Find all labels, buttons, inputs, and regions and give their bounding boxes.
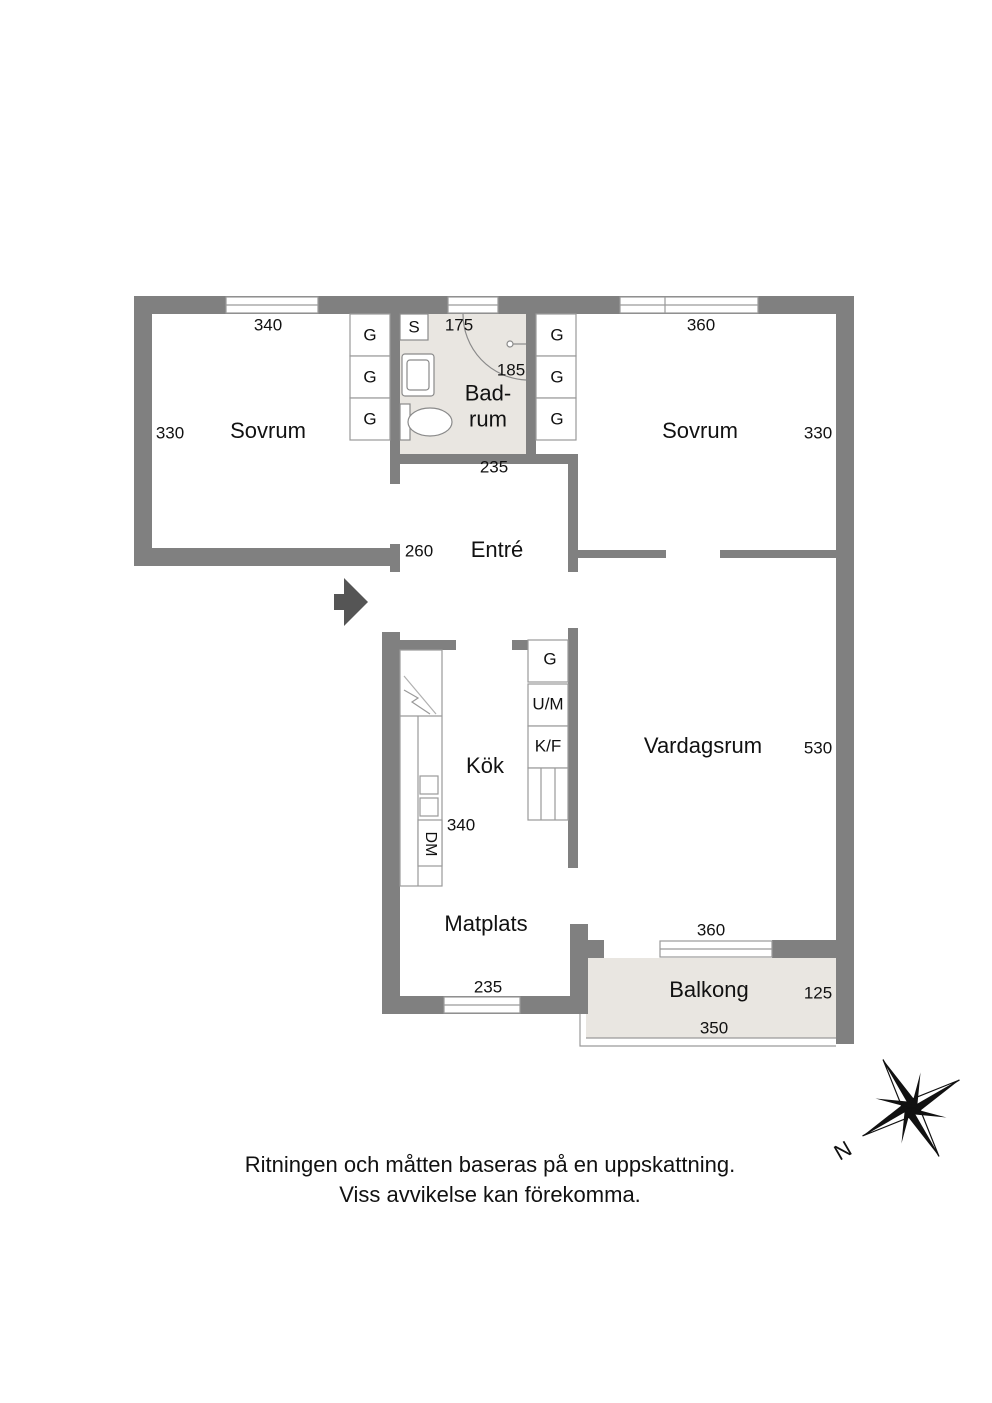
dim-sovrum-right-width: 360 — [686, 315, 716, 335]
badrum-fixtures — [399, 313, 527, 441]
dim-balkong-width: 350 — [699, 1018, 729, 1038]
shower-label: S — [408, 317, 420, 337]
dim-entre-depth: 260 — [404, 541, 434, 561]
room-label-badrum: Bad- rum — [465, 381, 511, 434]
room-label-balkong: Balkong — [669, 977, 749, 1002]
room-label-badrum-line1: Bad- — [464, 380, 512, 406]
dim-vardagsrum-width: 360 — [696, 920, 726, 940]
wardrobe-label-left-2: G — [363, 367, 377, 387]
room-label-sovrum-left: Sovrum — [230, 418, 306, 443]
dim-bad-depth: 185 — [496, 360, 526, 380]
entrance-arrow — [334, 578, 368, 626]
dishwasher-label: DM — [422, 831, 439, 857]
room-label-vardagsrum: Vardagsrum — [643, 733, 763, 758]
wardrobe-label-kitchen: G — [543, 649, 557, 669]
disclaimer-line1: Ritningen och måtten baseras på en uppsk… — [244, 1152, 736, 1177]
windows — [225, 296, 773, 1014]
disclaimer-line2: Viss avvikelse kan förekomma. — [339, 1182, 641, 1207]
wardrobes-right — [535, 313, 577, 441]
disclaimer: Ritningen och måtten baseras på en uppsk… — [0, 1150, 980, 1210]
wardrobe-label-left-1: G — [363, 325, 377, 345]
dim-kok-length: 340 — [446, 815, 476, 835]
compass-rose-icon — [862, 1059, 960, 1157]
room-label-matplats: Matplats — [444, 911, 528, 936]
dim-sovrum-left-depth: 330 — [155, 423, 185, 443]
room-label-sovrum-right: Sovrum — [662, 418, 738, 443]
wardrobe-label-left-3: G — [363, 409, 377, 429]
wardrobe-label-right-1: G — [550, 325, 564, 345]
kitchen-counter — [399, 649, 443, 887]
wardrobe-label-right-3: G — [550, 409, 564, 429]
dim-balkong-depth: 125 — [803, 983, 833, 1003]
dim-sovrum-right-depth: 330 — [803, 423, 833, 443]
balkong-rail — [579, 1014, 836, 1047]
dim-bad-width-top: 175 — [444, 315, 474, 335]
room-label-badrum-line2: rum — [469, 407, 507, 432]
room-label-kok: Kök — [466, 753, 504, 778]
fridge-freezer-label: K/F — [534, 736, 562, 756]
wardrobes-left — [349, 313, 391, 441]
dim-sovrum-left-width: 340 — [253, 315, 283, 335]
dim-bad-width-bottom: 235 — [479, 457, 509, 477]
dim-matplats-width: 235 — [473, 977, 503, 997]
kitchen-appliances — [527, 639, 569, 821]
washer-dryer-label: U/M — [532, 694, 564, 714]
dim-vardagsrum-depth: 530 — [803, 738, 833, 758]
wardrobe-label-right-2: G — [550, 367, 564, 387]
room-label-entre: Entré — [470, 537, 524, 562]
balkong-floor — [586, 958, 836, 1038]
